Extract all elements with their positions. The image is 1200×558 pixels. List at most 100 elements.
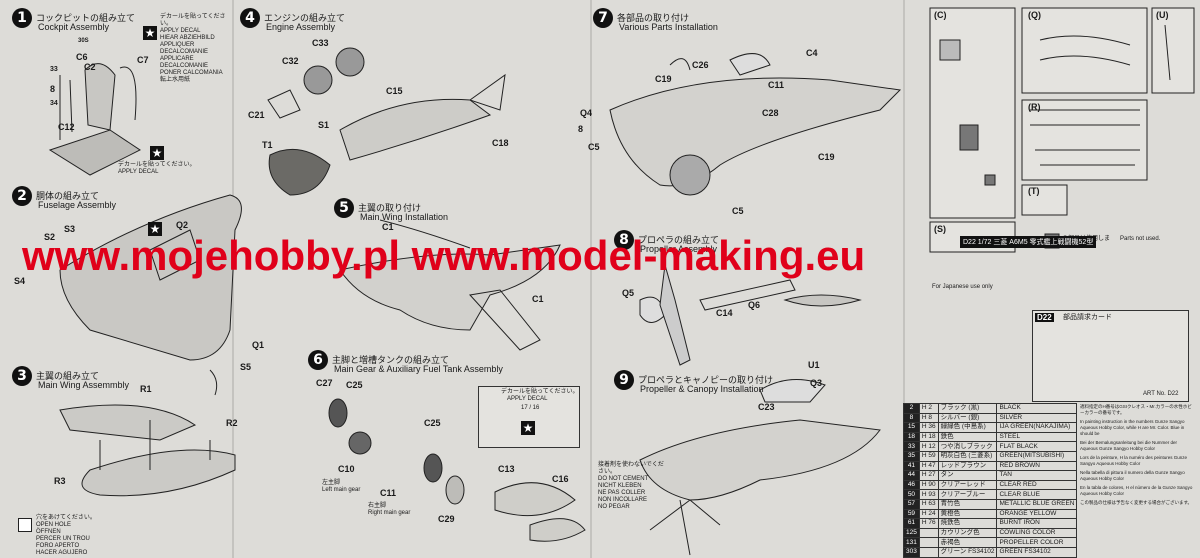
part-label: S2: [44, 232, 56, 242]
color-jp: 青竹色: [937, 498, 998, 510]
star-decal-icon: ★: [150, 146, 164, 160]
part-label: 34: [50, 100, 58, 107]
color-en: BURNT IRON: [996, 518, 1078, 529]
color-jp: ブラック (黒): [937, 403, 998, 414]
color-jp: つや消しブラック: [937, 441, 998, 452]
apply-decal-jp: デカールを貼ってください。: [501, 389, 579, 395]
color-code: 46: [903, 479, 920, 491]
part-label: T1: [262, 140, 273, 150]
color-code: 15: [903, 422, 920, 433]
no-cement-line: NON INCOLLARE: [598, 497, 648, 503]
note: In painting instruction in the numbers G…: [1080, 419, 1185, 436]
sprue-label: (R): [1028, 102, 1041, 112]
part-label: C29: [438, 514, 455, 524]
label-en: Right main gear: [368, 510, 411, 516]
decal-line: PONER CALCOMANIA: [160, 70, 223, 76]
color-en: FLAT BLACK: [996, 441, 1078, 452]
fold-line: [590, 0, 592, 558]
color-code: 33: [903, 441, 920, 452]
part-label: R3: [54, 476, 66, 486]
color-jp: シルバー (銀): [937, 412, 998, 424]
color-h: H 12: [918, 441, 939, 452]
color-en: SILVER: [996, 412, 1078, 424]
color-jp: 鉄色: [937, 431, 998, 443]
no-cement-line: 接着剤を使わないでください。: [598, 462, 664, 475]
order-card: D22 部品請求カード ART No. D22: [1032, 310, 1189, 402]
sprue-label: (S): [934, 224, 946, 234]
color-h: [918, 537, 939, 548]
color-code: 131: [903, 537, 920, 548]
color-en: CLEAR RED: [996, 479, 1078, 491]
part-label: C12: [58, 122, 75, 132]
color-h: H 36: [918, 422, 939, 433]
star-decal-icon: ★: [521, 421, 535, 435]
part-label: C23: [758, 402, 775, 412]
fold-line: [903, 0, 905, 558]
color-h: H 8: [918, 412, 939, 424]
color-h: H 27: [918, 470, 939, 481]
decal-line: APPLICARE DECALCOMANIE: [160, 56, 209, 69]
color-code: 8: [903, 412, 920, 424]
color-h: H 24: [918, 508, 939, 520]
label-jp: 右主脚: [368, 503, 387, 509]
step-number: 5: [334, 198, 354, 218]
part-label: C25: [424, 418, 441, 428]
note: En la tabla de colores, H el número de l…: [1080, 485, 1193, 496]
color-en: RED BROWN: [996, 460, 1078, 472]
color-en: COWLING COLOR: [996, 527, 1078, 539]
part-label: Q4: [580, 108, 593, 118]
open-hole-icon: [18, 518, 32, 532]
color-code: 2: [903, 403, 920, 414]
step-title-jp: コックピットの組み立て: [36, 13, 136, 23]
part-label: R1: [140, 384, 152, 394]
decal-line: APPLIQUER DECALCOMANIE: [160, 42, 209, 55]
color-en: STEEL: [996, 431, 1078, 443]
color-h: H 18: [918, 431, 939, 443]
color-code: 57: [903, 498, 920, 510]
art-number: ART No. D22: [1143, 391, 1179, 397]
part-label: C6: [76, 52, 88, 62]
kit-code: D22: [1035, 313, 1054, 322]
step-number: 9: [614, 370, 634, 390]
color-jp: 緑緑色 (中島系): [937, 422, 998, 433]
part-label: C16: [552, 474, 569, 484]
part-label: S3: [64, 224, 76, 234]
step-number: 6: [308, 350, 328, 370]
part-label: C11: [380, 488, 397, 498]
part-label: C1: [532, 294, 544, 304]
label-jp: 左主脚: [322, 480, 341, 486]
part-label: C13: [498, 464, 515, 474]
part-label: Q1: [252, 340, 265, 350]
step-title-jp: 主翼の取り付け: [358, 203, 422, 213]
color-en: CLEAR BLUE: [996, 489, 1078, 500]
color-jp: グリーン FS34102: [937, 546, 998, 558]
part-label: C10: [338, 464, 355, 474]
color-en: TAN: [996, 470, 1078, 481]
no-cement-line: NICHT KLEBEN: [598, 483, 642, 489]
part-label: C33: [312, 38, 329, 48]
step-title-jp: エンジンの組み立て: [264, 13, 346, 23]
color-jp: クリアーブルー: [937, 489, 998, 500]
step-number: 8: [614, 230, 634, 250]
note: Nella tabella di pittura il numero della…: [1080, 470, 1185, 481]
step-title-en: Main Wing Installation: [360, 212, 449, 222]
open-hole-line: OPEN HOLE: [36, 522, 72, 528]
color-code: 50: [903, 489, 920, 500]
part-label: C5: [732, 206, 744, 216]
part-label: Q6: [748, 300, 761, 310]
open-hole-legend: 穴をあけてください。 OPEN HOLE ÖFFNEN PERCER UN TR…: [36, 515, 106, 557]
part-label: C15: [386, 86, 403, 96]
label-en: Left main gear: [322, 487, 361, 493]
part-label: Q5: [622, 288, 635, 298]
part-label: S1: [318, 120, 330, 130]
apply-decal-en: APPLY DECAL: [118, 169, 159, 175]
